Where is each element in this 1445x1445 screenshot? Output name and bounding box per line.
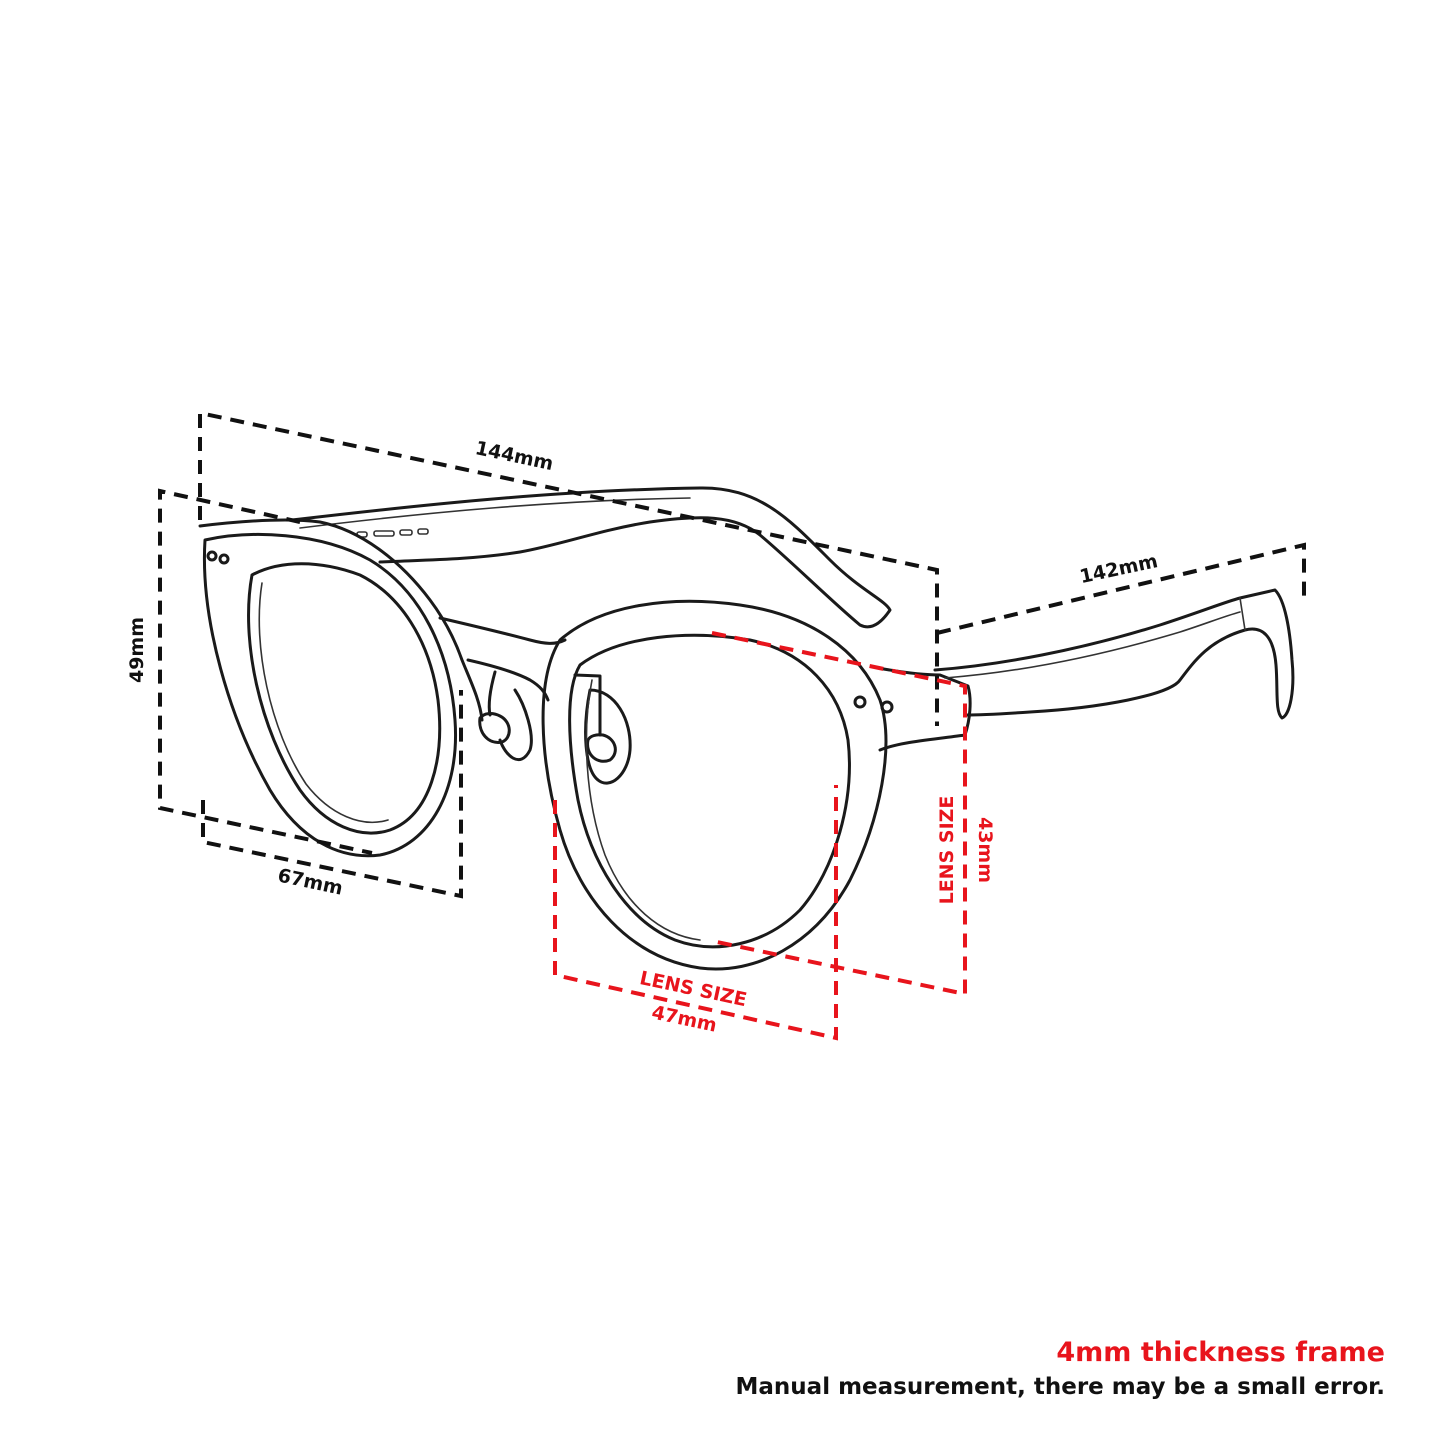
left-hinge-studs <box>206 550 230 565</box>
temple-tip-joint <box>1239 597 1246 631</box>
frame-height-label: 49mm <box>126 617 148 683</box>
side-depth-label: 67mm <box>276 865 345 900</box>
frame-height-dimension <box>158 488 373 855</box>
total-width-label: 144mm <box>473 437 555 475</box>
right-lens-rim <box>541 599 888 971</box>
lens-height-dimension <box>711 631 967 997</box>
right-temple <box>933 588 1295 720</box>
right-temple-edge <box>944 611 1241 679</box>
side-depth-dimension <box>201 690 463 899</box>
right-hinge-studs <box>853 695 894 714</box>
back-temple <box>290 486 892 629</box>
left-lens-rim <box>202 533 458 858</box>
left-endpiece <box>198 518 484 722</box>
measurement-disclaimer: Manual measurement, there may be a small… <box>735 1374 1385 1400</box>
right-nose-pad <box>573 673 632 785</box>
lens-height-title: LENS SIZE <box>936 796 958 905</box>
bridge <box>438 616 567 645</box>
thickness-note: 4mm thickness frame <box>1056 1337 1385 1368</box>
glasses-drawing <box>198 486 1295 971</box>
back-temple-inner <box>299 497 691 529</box>
temple-rivet-marks <box>356 528 429 538</box>
temple-length-dimension <box>936 542 1306 635</box>
lens-height-label: 43mm <box>974 817 996 883</box>
total-width-dimension <box>198 410 939 726</box>
left-nose-pad <box>478 670 533 762</box>
bridge-under <box>466 658 550 702</box>
right-endpiece <box>876 666 972 752</box>
lens-width-label: 47mm <box>650 1002 719 1037</box>
